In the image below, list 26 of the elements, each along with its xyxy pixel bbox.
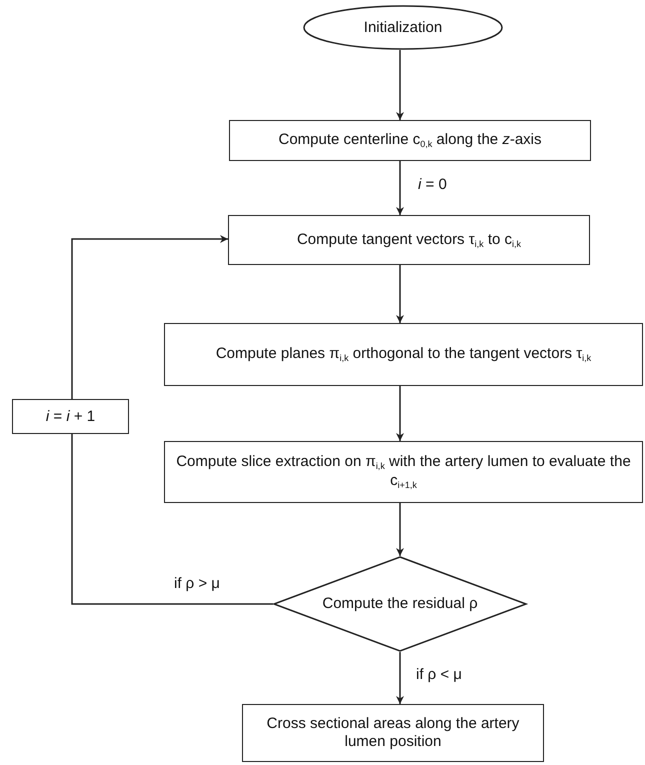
- step-text: Compute the residual ρ: [321, 595, 479, 613]
- step-text: Initialization: [362, 18, 444, 36]
- decision-diamond: [273, 556, 527, 652]
- start-ellipse: [303, 5, 503, 50]
- process-box: [164, 323, 643, 386]
- step-text: Compute centerline c$_{0,k}$ along the z-axis: [278, 131, 542, 150]
- step-text: i = i + 1: [44, 408, 96, 426]
- arrow: [396, 652, 404, 704]
- edge-label: if ρ < μ: [414, 666, 464, 683]
- arrow: [71, 235, 228, 399]
- process-box: [229, 120, 591, 161]
- step-text: Compute planes π$_{i,k}$ orthogonal to the tangent vectors τ$_{i,k}$: [214, 345, 592, 364]
- step-text: Cross sectional areas along the artery lumen position: [266, 715, 520, 751]
- process-box: [164, 441, 643, 503]
- arrow: [396, 161, 404, 215]
- process-box: [242, 704, 544, 762]
- step-text: Compute slice extraction on π$_{i,k}$ with the artery lumen to evaluate the c$_{i+1,k}$: [175, 453, 632, 491]
- arrow: [396, 265, 404, 323]
- arrow: [396, 50, 404, 120]
- process-box: [228, 215, 590, 265]
- edge-label: if ρ > μ: [172, 575, 222, 592]
- arrow: [396, 386, 404, 441]
- step-text: Compute tangent vectors τ$_{i,k}$ to c$_{i,k}$: [296, 230, 522, 250]
- connector-line: [71, 434, 273, 605]
- arrow: [396, 503, 404, 556]
- process-box: [12, 399, 129, 434]
